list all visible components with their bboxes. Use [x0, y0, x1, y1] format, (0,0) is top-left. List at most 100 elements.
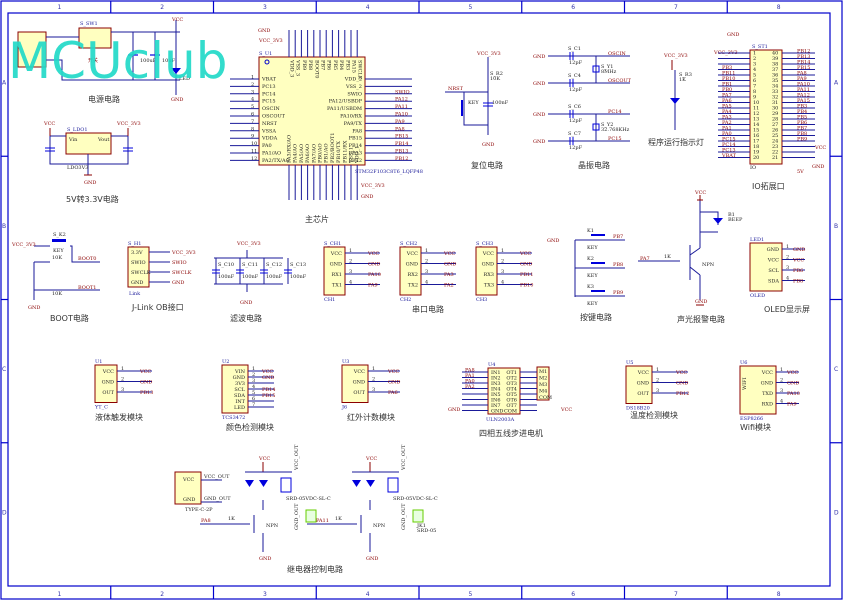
pin-label: VBAT: [261, 77, 277, 83]
gnd-label: GND: [727, 32, 739, 38]
pin-label: RX2: [407, 272, 418, 278]
pin-label: VCC: [761, 370, 773, 376]
pin-label: PA9/TX: [344, 121, 363, 127]
pin-number: 2: [349, 259, 352, 265]
pin-number: 29: [772, 111, 778, 117]
net-label: PB3: [722, 65, 732, 71]
net-label: PA5: [722, 104, 732, 110]
net-label: PC14: [722, 142, 736, 148]
pin-label: GND: [482, 262, 494, 268]
module-chip: [625, 365, 653, 404]
ref-label: S_K2: [53, 232, 66, 238]
pin-label: PC13: [262, 84, 276, 90]
section-title-osc: 晶振电路: [578, 160, 610, 170]
motor-pin-label: M4: [539, 389, 547, 395]
pin-number: 11: [251, 149, 257, 155]
pin-number: 18: [753, 144, 759, 150]
part-label: ESP8266: [740, 416, 763, 422]
gnd-label: GND: [482, 142, 494, 148]
value-label: KEY: [53, 248, 64, 254]
net-label: VBAT: [721, 153, 737, 159]
pin-label: PB1/AO: [324, 143, 330, 163]
switch-label: 开关: [88, 57, 98, 64]
pin-label: VSS_3: [295, 59, 301, 76]
pin-label: VIN: [234, 369, 246, 375]
pin-label: VCC: [182, 477, 194, 483]
pin-number: 26: [772, 128, 778, 134]
gnd-label: GND: [533, 139, 545, 145]
pin-label: OT2: [506, 376, 517, 382]
power-jack-t1: [17, 31, 47, 68]
key-button: [591, 234, 605, 236]
pin-label: INT: [235, 399, 245, 405]
pin-number: 1: [780, 367, 783, 373]
section-title-uart: 串口电路: [412, 304, 444, 314]
pin-number: 6: [753, 78, 756, 84]
pin-label: PB11/RX: [342, 140, 348, 163]
module-chip: [749, 242, 783, 292]
io-header: [749, 49, 783, 165]
value-label: KEY: [468, 100, 479, 106]
pin-label: IN7: [491, 403, 501, 409]
pin-number: 3: [786, 265, 789, 271]
uln2003-chip: [487, 367, 521, 415]
net-label: SWIO: [172, 260, 187, 266]
cap-value: 10uF: [162, 58, 176, 64]
pin-label: OT7: [506, 403, 517, 409]
pin-number: 3: [349, 269, 352, 275]
power-switch: [78, 27, 112, 49]
pin-label: OT6: [506, 398, 517, 404]
net-label: PB15: [262, 393, 275, 399]
typec-chip: [174, 471, 202, 505]
pin-number: 4: [501, 280, 504, 286]
pin-label: RX3: [483, 272, 494, 278]
net-label: GND: [787, 381, 799, 387]
ref-label: S_R2: [490, 71, 503, 77]
grid-column-label: 6: [571, 591, 575, 598]
section-title-relay: 继电器控制电路: [287, 564, 343, 574]
pin-number: 7: [251, 119, 254, 125]
pin-number: 2: [656, 378, 659, 384]
pin-number: 7: [753, 84, 756, 90]
net-label: PA10: [368, 272, 381, 278]
ref-label: S_SW1: [80, 21, 98, 27]
net-label: PA0: [722, 131, 732, 137]
pin-label: VCC: [637, 370, 649, 376]
pin-number: 32: [772, 95, 778, 101]
pin-number: 4: [251, 97, 254, 103]
grid-column-label: 6: [571, 4, 575, 11]
part-label: LDO3V3: [67, 165, 88, 171]
gnd-label: GND: [533, 81, 545, 87]
net-label: GND: [262, 375, 274, 381]
pin-label: VCC: [406, 251, 418, 257]
value-label: 1K: [679, 77, 686, 83]
ref-label: S_CH3: [476, 241, 493, 247]
net-label: PA7: [722, 93, 732, 99]
section-title-filter: 滤波电路: [230, 313, 262, 323]
pin-label: VSSA: [261, 128, 276, 134]
net-label: PB1: [722, 82, 732, 88]
pin-label: GND: [102, 380, 114, 386]
pin-label: OT4: [506, 387, 517, 393]
net-label: PB10: [722, 76, 735, 82]
vcc-label: VCC: [814, 145, 826, 151]
grid-column-label: 2: [160, 4, 164, 11]
pin-number: 1: [753, 51, 756, 57]
ref-label: U3: [342, 359, 349, 365]
net-label: PA9: [395, 119, 405, 125]
pin-label: SDA: [234, 393, 245, 399]
pin-number: 5: [252, 390, 255, 396]
pin-label: TX2: [408, 283, 418, 289]
part-label: OLED: [750, 293, 765, 299]
net-label: GND_OUT: [204, 496, 231, 502]
vcc-label: VCC: [43, 121, 55, 127]
pin-number: 2: [252, 372, 255, 378]
pin-label: PA8: [352, 128, 362, 134]
pin-number: 8: [251, 126, 254, 132]
pin-label: VSS_1: [349, 147, 355, 164]
vcc33-label: VCC_3V3: [476, 51, 501, 57]
net-label: VCC: [387, 369, 399, 375]
